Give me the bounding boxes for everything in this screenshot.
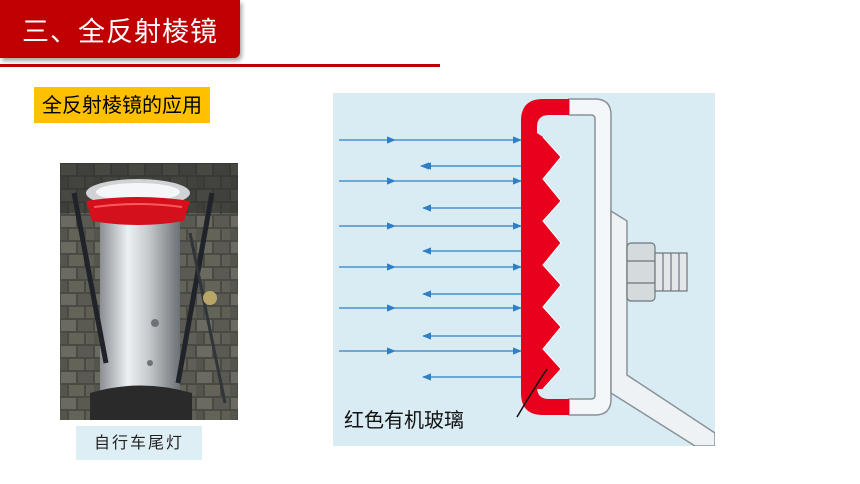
page-title: 三、全反射棱镜 — [22, 17, 218, 48]
diagram-label: 红色有机玻璃 — [344, 408, 464, 432]
bolt — [626, 242, 688, 302]
bicycle-tail-light-photo — [60, 163, 238, 420]
reflector-diagram — [333, 93, 715, 446]
title-banner: 三、全反射棱镜 — [0, 0, 240, 58]
incident-rays — [339, 136, 522, 355]
title-underline — [0, 64, 440, 67]
reflected-rays — [420, 162, 521, 381]
section-subtitle: 全反射棱镜的应用 — [34, 87, 210, 123]
photo-caption: 自行车尾灯 — [76, 426, 202, 460]
